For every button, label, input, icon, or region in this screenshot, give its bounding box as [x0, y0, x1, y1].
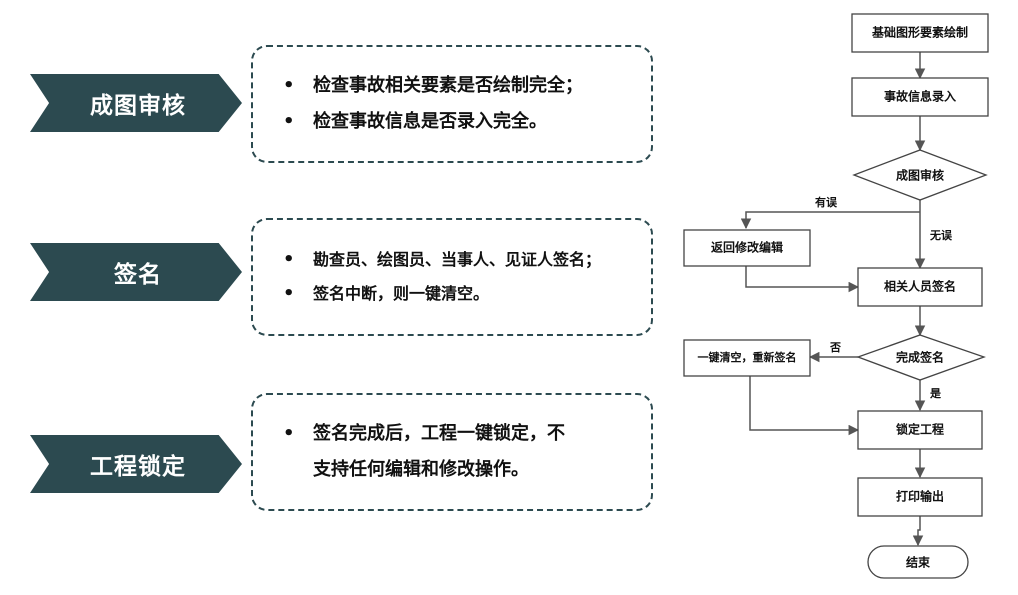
- node-enter-text: 事故信息录入: [884, 89, 956, 104]
- bullet-dot: •: [283, 423, 295, 444]
- edge-label-has-error: 有误: [815, 195, 838, 209]
- node-draw-text: 基础图形要素绘制: [871, 25, 968, 40]
- node-review: [852, 149, 988, 201]
- node-sign: [857, 267, 983, 307]
- node-draw: [851, 13, 989, 53]
- node-print: [857, 477, 983, 517]
- review-details-box: • 检查事故相关要素是否绘制完全； • 检查事故信息是否录入完全。: [251, 45, 653, 163]
- edge-print-end: [912, 516, 924, 547]
- node-clear: [683, 339, 811, 377]
- bullet-item: • 检查事故相关要素是否绘制完全；: [283, 68, 637, 104]
- node-sign-text: 相关人员签名: [884, 279, 956, 294]
- bullet-dot: •: [283, 111, 295, 132]
- bullet-dot: •: [283, 283, 295, 304]
- section-label-text: 成图审核: [90, 93, 186, 119]
- node-end-text: 结束: [906, 555, 931, 570]
- node-return-edit-text: 返回修改编辑: [711, 240, 783, 255]
- edge-return-sign: [745, 266, 860, 293]
- bullet-item: • 勘查员、绘图员、当事人、见证人签名；: [283, 243, 637, 277]
- bullet-continuation: 支持任何编辑和修改操作。: [313, 459, 529, 480]
- node-return-edit: [683, 229, 811, 267]
- node-review-text: 成图审核: [896, 168, 944, 183]
- edge-clear-lock: [749, 376, 860, 436]
- flow-connectors: [740, 52, 926, 547]
- node-print-text: 打印输出: [896, 489, 944, 504]
- edge-label-yes: 是: [929, 387, 942, 400]
- node-complete: [856, 334, 986, 381]
- node-lock-text: 锁定工程: [896, 422, 944, 437]
- node-lock: [857, 410, 983, 450]
- edge-label-no-error: 无误: [929, 228, 953, 242]
- bullet-dot: •: [283, 249, 295, 270]
- bullet-item: • 签名完成后，工程一键锁定，不: [283, 416, 637, 452]
- section-label-sign: 签名: [30, 243, 242, 301]
- sign-details-box: • 勘查员、绘图员、当事人、见证人签名； • 签名中断，则一键清空。: [251, 218, 653, 336]
- bullet-item: • 检查事故信息是否录入完全。: [283, 104, 637, 140]
- bullet-text: 签名中断，则一键清空。: [313, 284, 490, 303]
- section-label-text: 工程锁定: [90, 454, 186, 480]
- bullet-item: • 签名中断，则一键清空。: [283, 277, 637, 311]
- section-label-lock: 工程锁定: [30, 435, 242, 493]
- bullet-text: 勘查员、绘图员、当事人、见证人签名；: [313, 250, 602, 269]
- bullet-text: 签名完成后，工程一键锁定，不: [313, 423, 565, 444]
- section-label-text: 签名: [114, 262, 162, 288]
- section-label-review: 成图审核: [30, 74, 242, 132]
- edge-label-no: 否: [829, 341, 841, 354]
- bullet-text: 检查事故信息是否录入完全。: [313, 111, 547, 132]
- node-enter: [851, 77, 989, 117]
- node-complete-text: 完成签名: [896, 350, 944, 365]
- bullet-text: 检查事故相关要素是否绘制完全；: [313, 75, 583, 96]
- bullet-dot: •: [283, 75, 295, 96]
- node-clear-text: 一键清空，重新签名: [698, 350, 797, 364]
- lock-details-box: • 签名完成后，工程一键锁定，不 支持任何编辑和修改操作。: [251, 393, 653, 511]
- edge-review-return: [740, 211, 920, 230]
- node-end: [867, 545, 969, 579]
